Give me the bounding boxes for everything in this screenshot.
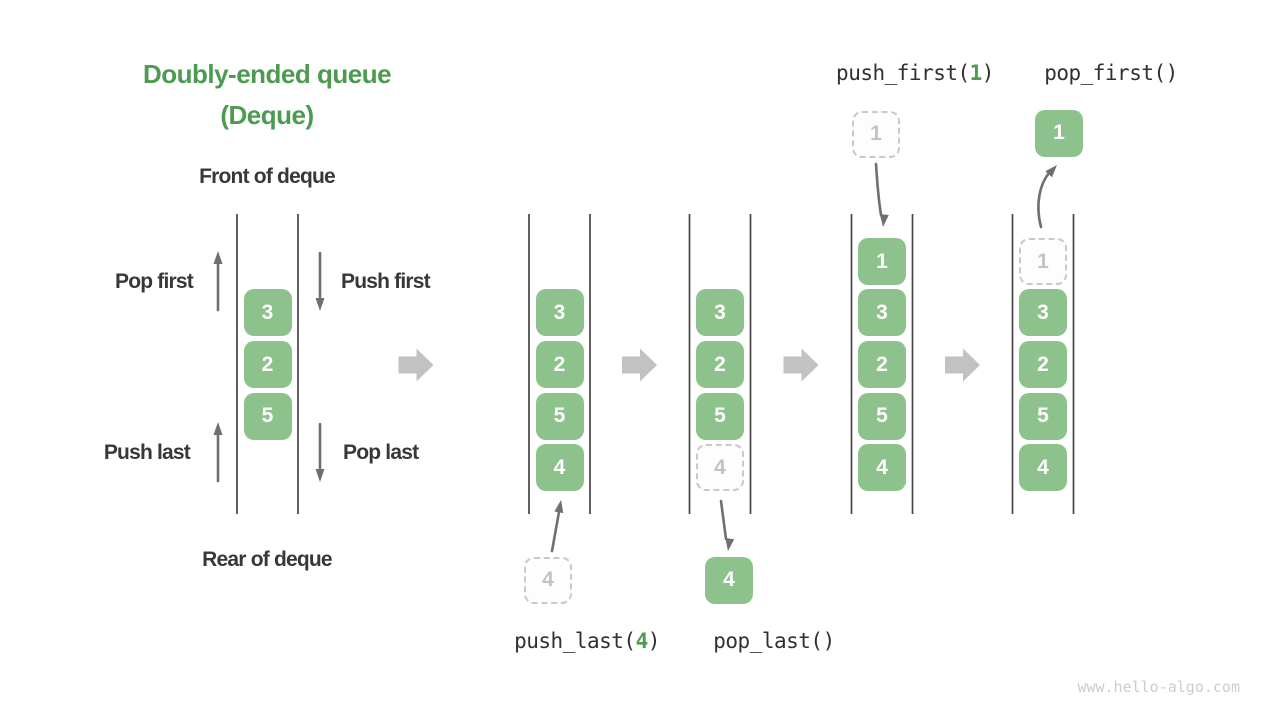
state-pop-last-cell-2: 2	[696, 341, 744, 388]
state-push-first-cell-4: 4	[858, 444, 906, 491]
popped-1-cell: 1	[1035, 109, 1083, 157]
state-initial-cell-5: 5	[243, 392, 292, 440]
op-text-suffix: )	[981, 61, 995, 85]
state-pop-first-cell-2: 2	[1019, 341, 1067, 388]
rear-of-deque-label: Rear of deque	[202, 548, 332, 571]
op-text-suffix: )	[647, 629, 661, 653]
pop-first-label: Pop first	[115, 270, 194, 293]
push-last-operation-label: push_last(4)	[467, 627, 707, 655]
state-pop-first-cell-5: 5	[1019, 392, 1067, 440]
pop-first-operation-label: pop_first()	[991, 59, 1231, 87]
push-last-label: Push last	[103, 441, 191, 464]
push-first-arrow-icon	[315, 251, 325, 311]
state-transition-arrows	[398, 348, 980, 382]
pop-last-operation-label: pop_last()	[654, 627, 894, 655]
push-first-insert-arrow-icon	[874, 162, 889, 227]
state-initial-cell-3: 3	[243, 289, 292, 336]
push-last-arrow-icon	[213, 422, 223, 483]
front-of-deque-label: Front of deque	[199, 165, 336, 188]
state-push-last-cell-3: 3	[535, 289, 584, 336]
state-pop-last-cell-3: 3	[696, 289, 744, 336]
push-first-operation-label: push_first(1)	[795, 59, 1035, 87]
push-last-insert-arrow-icon	[550, 500, 564, 553]
state-push-last-cell-5: 5	[535, 392, 584, 440]
pop-last-remove-arrow-icon	[719, 499, 735, 551]
popped-4-cell: 4	[705, 556, 753, 604]
state-pop-first-cell-3: 3	[1019, 289, 1067, 336]
pop-last-label: Pop last	[343, 441, 419, 464]
state-push-first-cell-1: 1	[858, 238, 906, 285]
diagram-title-line2: (Deque)	[220, 100, 314, 130]
queue-channel-lines	[236, 214, 1075, 514]
op-arg: 1	[969, 61, 983, 85]
watermark: www.hello-algo.com	[1077, 678, 1240, 696]
state-transition-arrow-icon	[622, 348, 657, 382]
pop-last-arrow-icon	[315, 422, 325, 482]
op-text-prefix: pop_first(	[1044, 61, 1166, 85]
state-pop-last-cell-5: 5	[696, 392, 744, 440]
state-pop-first-cell-4: 4	[1019, 444, 1067, 491]
state-push-first-cell-2: 2	[858, 341, 906, 388]
incoming-4-cell: 4	[524, 556, 572, 604]
pop-first-remove-arrow-icon	[1037, 165, 1057, 229]
state-transition-arrow-icon	[783, 348, 819, 382]
op-arg: 4	[635, 629, 649, 653]
state-push-first-cell-5: 5	[858, 392, 906, 440]
state-push-first-cell-3: 3	[858, 289, 906, 336]
op-text-prefix: pop_last(	[713, 629, 823, 653]
state-pop-first-cell-1: 1	[1019, 238, 1067, 285]
state-pop-last-cell-4: 4	[696, 444, 744, 491]
state-push-last-cell-4: 4	[535, 444, 584, 491]
op-text-suffix: )	[822, 629, 836, 653]
state-initial-cell-2: 2	[243, 341, 292, 388]
push-first-label: Push first	[341, 270, 431, 293]
state-push-last-cell-2: 2	[535, 341, 584, 388]
state-transition-arrow-icon	[945, 348, 980, 382]
op-text-suffix: )	[1165, 61, 1179, 85]
pop-first-arrow-icon	[213, 251, 223, 312]
op-text-prefix: push_last(	[514, 629, 636, 653]
diagram-title-line1: Doubly-ended queue	[142, 59, 392, 89]
state-transition-arrow-icon	[398, 348, 434, 382]
incoming-1-cell: 1	[852, 110, 900, 158]
op-text-prefix: push_first(	[836, 61, 970, 85]
